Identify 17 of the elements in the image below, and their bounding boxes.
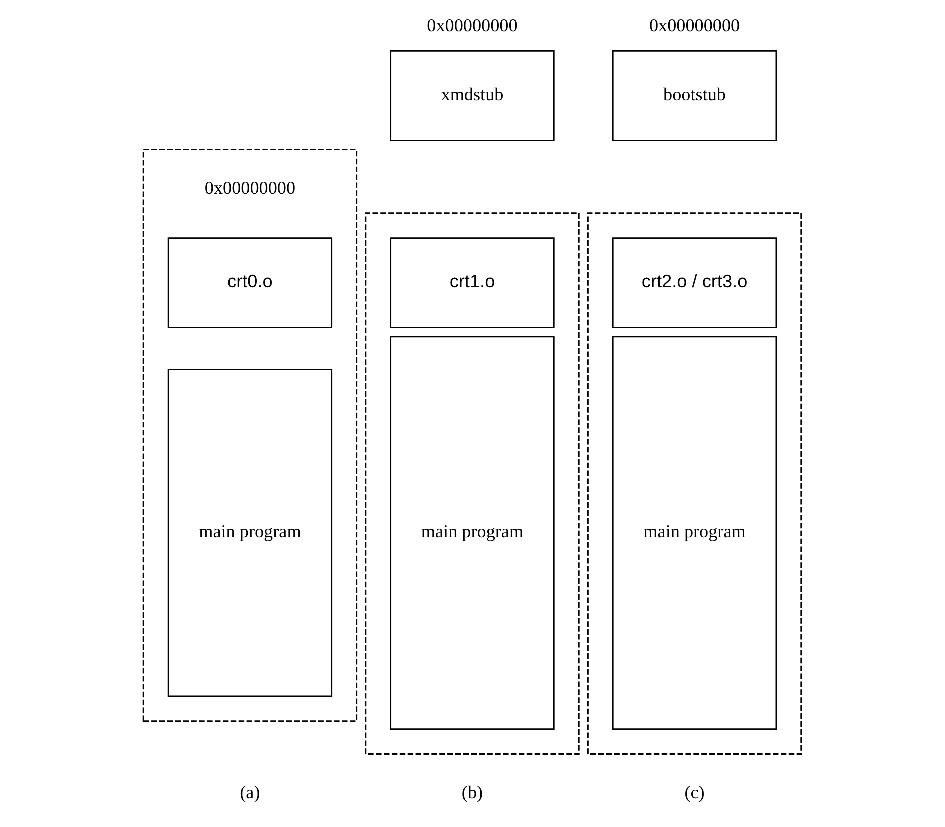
node-label: 0x00000000 [427, 16, 518, 36]
label: (c) [684, 782, 705, 802]
label: (a) [240, 782, 260, 802]
node-box: crt2.o / crt3.o [612, 238, 778, 329]
node-label: 0x00000000 [649, 16, 740, 36]
node-box: main program [168, 369, 333, 698]
label: (b) [462, 782, 484, 802]
node-box: bootstub [612, 50, 778, 142]
cluster [587, 212, 802, 756]
cluster [142, 149, 358, 722]
node-box: crt1.o [390, 238, 555, 329]
node-box: main program [390, 336, 555, 730]
node-box: main program [612, 336, 778, 730]
node-box: crt0.o [168, 238, 333, 329]
node-label: 0x00000000 [204, 178, 296, 198]
cluster [365, 212, 580, 756]
node-box: xmdstub [390, 50, 555, 142]
